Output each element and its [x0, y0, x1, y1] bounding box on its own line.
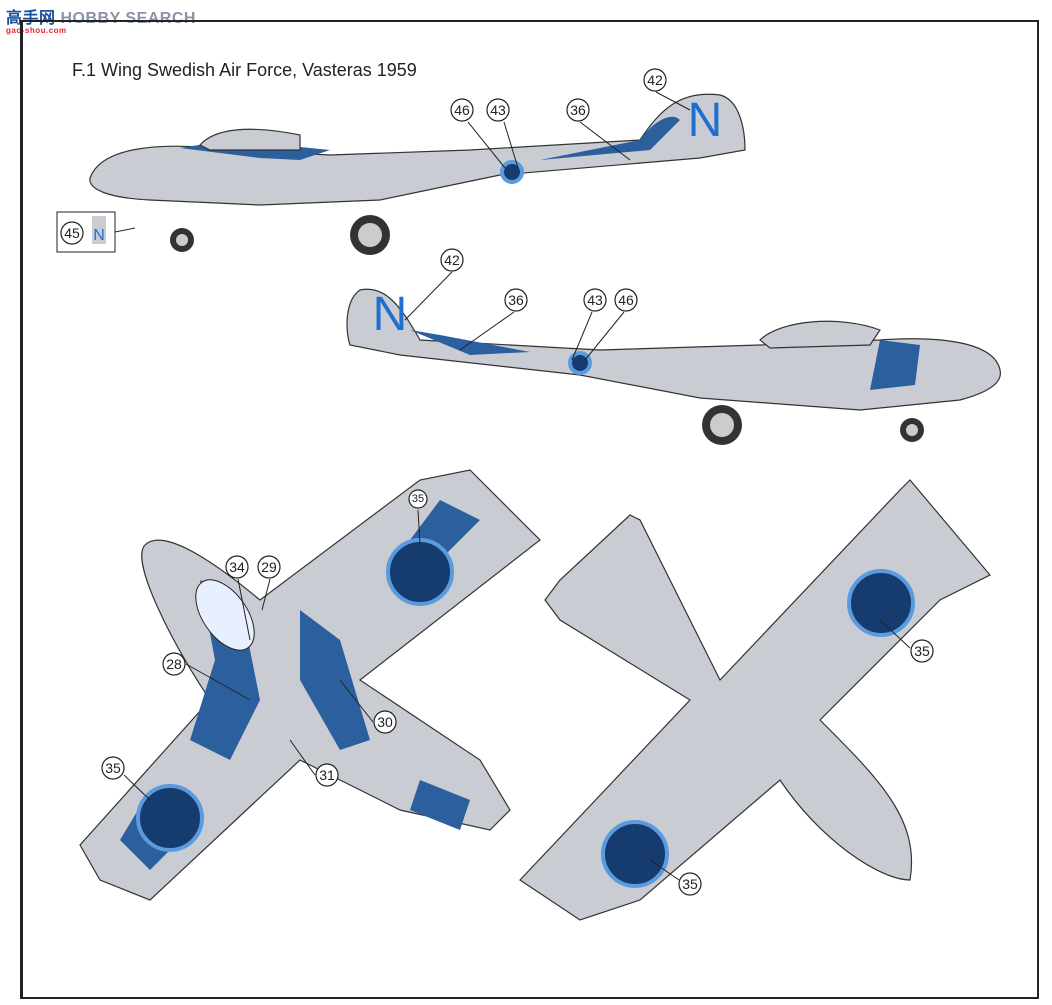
code-letter-inset: N [93, 227, 105, 244]
callout-43: 43 [587, 292, 603, 308]
callout-42: 42 [647, 72, 663, 88]
callout-46: 46 [618, 292, 634, 308]
watermark-brand: HOBBY SEARCH [60, 10, 196, 27]
roundel-top-wing [136, 784, 204, 852]
callout-35: 35 [105, 760, 121, 776]
callouts: 42 46 43 36 45 42 36 43 46 35 34 29 28 3… [60, 68, 934, 896]
watermark: 高手网 HOBBY SEARCH gao-shou.com [6, 4, 196, 35]
callout-34: 34 [229, 559, 245, 575]
roundel-bottom-wing [847, 569, 915, 637]
side-view-right-facing: N [346, 288, 1001, 445]
callout-42: 42 [444, 252, 460, 268]
callout-30: 30 [377, 714, 393, 730]
bottom-view [519, 479, 991, 921]
callout-29: 29 [261, 559, 277, 575]
code-letter-tail: N [373, 288, 408, 341]
callout-35: 35 [682, 876, 698, 892]
callout-36: 36 [570, 102, 586, 118]
code-letter-tail: N [688, 94, 723, 147]
top-view [79, 469, 541, 901]
callout-35: 35 [914, 643, 930, 659]
callout-45: 45 [64, 225, 80, 241]
callout-43: 43 [490, 102, 506, 118]
callout-28: 28 [166, 656, 182, 672]
callout-31: 31 [319, 767, 335, 783]
roundel-bottom-wing [601, 820, 669, 888]
roundel-side [500, 160, 524, 184]
side-view-left-facing: N N [56, 93, 746, 255]
callout-35: 35 [412, 493, 424, 505]
watermark-logo: 高手网 [6, 10, 56, 27]
page-frame [20, 20, 1039, 999]
roundel-top-wing [386, 538, 454, 606]
watermark-site: gao-shou.com [6, 26, 67, 35]
callout-46: 46 [454, 102, 470, 118]
scheme-title: F.1 Wing Swedish Air Force, Vasteras 195… [72, 60, 417, 80]
roundel-side [568, 351, 592, 375]
callout-36: 36 [508, 292, 524, 308]
